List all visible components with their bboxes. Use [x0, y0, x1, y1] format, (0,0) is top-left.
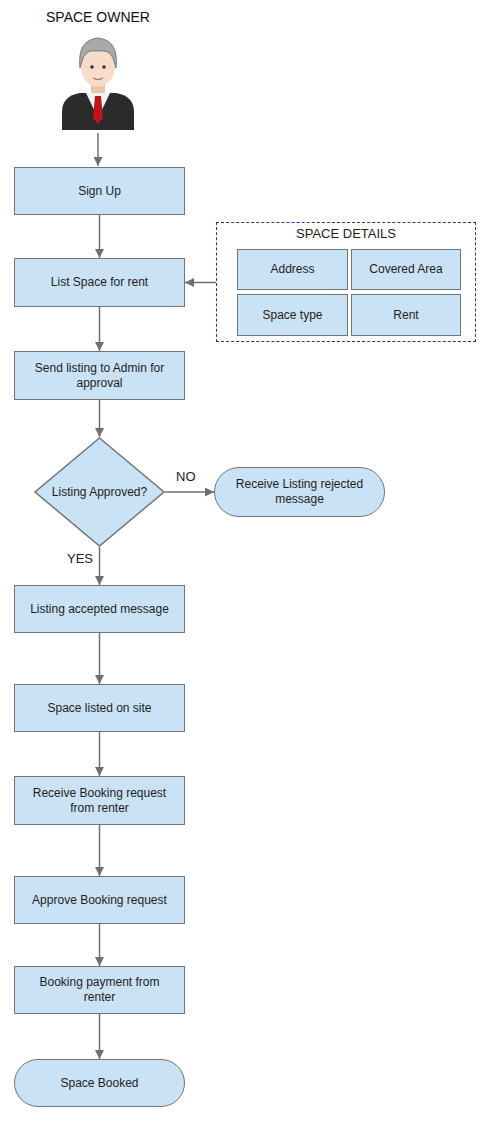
connector-arrow: [165, 491, 214, 493]
process-box: List Space for rent: [14, 258, 185, 307]
diamond-shape: [35, 438, 164, 546]
field-box: Space type: [237, 294, 348, 336]
node-text: Listing accepted message: [30, 602, 169, 617]
process-box: Listing accepted message: [14, 585, 185, 633]
process-box: Send listing to Admin for approval: [14, 351, 185, 400]
connector-arrow: [99, 825, 101, 876]
edge-label: YES: [67, 551, 93, 566]
connector-arrow: [99, 924, 101, 966]
group-box: SPACE DETAILS Address Covered AreaSpace ty…: [216, 222, 476, 342]
node-text: Booking payment from renter: [25, 975, 174, 1005]
connector-arrow: [99, 633, 101, 684]
node-text: Rent: [393, 308, 418, 323]
process-box: Approve Booking request: [14, 876, 185, 924]
actor-arrow: [97, 133, 99, 166]
connector-arrow: [185, 282, 216, 284]
field-box: Address: [237, 249, 348, 290]
node-text: Space type: [262, 308, 322, 323]
process-box: Booking payment from renter: [14, 966, 185, 1014]
connector-arrow: [99, 215, 101, 258]
field-box: Rent: [351, 294, 461, 336]
node-text: Send listing to Admin for approval: [25, 361, 174, 391]
diagram-title: SPACE OWNER: [28, 9, 168, 25]
process-box: Space listed on site: [14, 684, 185, 732]
node-text: Covered Area: [369, 262, 442, 277]
connector-arrow: [99, 307, 101, 351]
connector-arrow: [99, 400, 101, 437]
process-box: Receive Booking request from renter: [14, 776, 185, 825]
node-text: Address: [270, 262, 314, 277]
node-text: List Space for rent: [51, 275, 148, 290]
node-text: Space Booked: [60, 1076, 138, 1091]
group-heading: SPACE DETAILS: [296, 226, 396, 241]
connector-arrow: [99, 547, 101, 585]
node-text: Sign Up: [78, 184, 121, 199]
node-text: Approve Booking request: [32, 893, 167, 908]
connector-arrow: [99, 1014, 101, 1059]
connector-arrow: [99, 732, 101, 776]
process-box: Sign Up: [14, 167, 185, 215]
node-text: Receive Listing rejected message: [227, 477, 372, 507]
node-text: Space listed on site: [47, 701, 151, 716]
node-text: Listing Approved?: [52, 485, 147, 500]
decision-diamond: Listing Approved?: [34, 437, 165, 547]
node-text: Receive Booking request from renter: [25, 786, 174, 816]
edge-label: NO: [176, 469, 196, 484]
field-box: Covered Area: [351, 249, 461, 290]
person-illustration: [62, 38, 134, 130]
terminal-pill: Space Booked: [14, 1059, 185, 1107]
terminal-pill: Receive Listing rejected message: [214, 467, 385, 517]
